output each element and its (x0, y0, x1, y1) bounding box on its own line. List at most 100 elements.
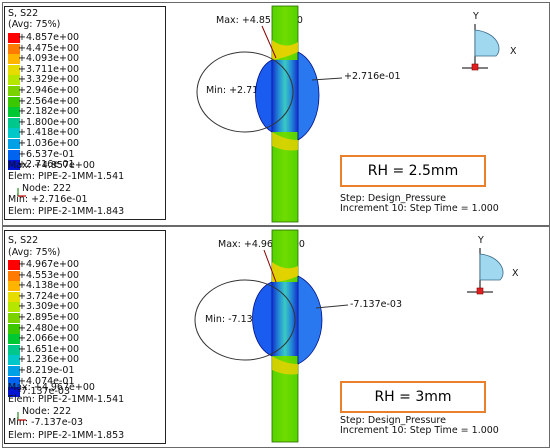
legend-swatch (8, 313, 20, 323)
legend-value: +3.711e+00 (18, 63, 80, 75)
legend-swatch (8, 75, 20, 86)
top-legend-variable: S, S22 (8, 8, 39, 19)
top-axis-triad-icon (462, 24, 500, 71)
top-mini-triad-icon (17, 188, 26, 197)
bottom-pipe-bulge-left (252, 281, 273, 357)
top-pipe-bulge-left (255, 59, 273, 133)
top-rh-box: RH = 2.5mm (340, 155, 486, 187)
top-min-element: Elem: PIPE-2-1MM-1.843 (8, 206, 125, 217)
legend-value: +2.946e+00 (18, 85, 80, 96)
bottom-axis-triad-icon (467, 248, 504, 295)
legend-swatch (8, 107, 20, 118)
legend-value: -7.137e-03 (18, 386, 70, 398)
legend-value: +2.895e+00 (18, 312, 80, 323)
legend-swatch (8, 355, 20, 366)
legend-value: +4.857e+00 (18, 32, 80, 43)
legend-value: +1.236e+00 (18, 354, 80, 366)
bottom-min-value: Min: -7.137e-03 (8, 417, 84, 428)
top-axis-y-label: Y (473, 11, 479, 22)
bottom-hotspot-upper (272, 262, 298, 282)
bottom-pipe-stress-band (272, 282, 298, 356)
legend-swatch (8, 344, 20, 355)
legend-swatch (8, 323, 20, 334)
bottom-side-label: -7.137e-03 (350, 299, 402, 310)
legend-swatch (8, 281, 20, 292)
bottom-max-leader (263, 249, 277, 283)
legend-swatch (8, 33, 20, 43)
legend-value: +3.309e+00 (18, 301, 80, 313)
legend-swatch (8, 149, 20, 160)
top-pipe-stress-band (272, 60, 298, 132)
top-min-label: Min: +2.716e-01 (206, 85, 286, 96)
legend-swatch (8, 334, 20, 345)
bottom-step: Step: Design_Pressure (340, 415, 446, 426)
legend-swatch (8, 366, 20, 376)
legend-value: +2.480e+00 (18, 322, 80, 334)
legend-value: +1.651e+00 (18, 343, 80, 355)
top-pipe-bulge-right (297, 51, 320, 141)
bottom-node: Node: 222 (22, 406, 72, 417)
legend-swatch (8, 117, 20, 128)
bottom-side-leader (315, 304, 349, 309)
bottom-legend-averaging: (Avg: 75%) (8, 247, 61, 258)
bottom-max-element: Elem: PIPE-2-1MM-1.541 (8, 394, 125, 405)
top-hotspot-lower (272, 132, 298, 151)
bottom-legend-box (4, 230, 166, 444)
top-increment: Increment 10: Step Time = 1.000 (340, 203, 499, 214)
legend-swatch (8, 86, 20, 96)
legend-value: +4.967e+00 (18, 259, 80, 270)
bottom-axis-x-label: X (512, 268, 519, 279)
legend-swatch (8, 270, 20, 281)
bottom-pipe-bulge-right (297, 275, 323, 365)
legend-swatch (8, 160, 20, 171)
legend-swatch (8, 139, 20, 149)
legend-swatch (8, 64, 20, 75)
bottom-legend-variable: S, S22 (8, 235, 39, 246)
bottom-min-ellipse (194, 279, 296, 361)
legend-value: +1.036e+00 (18, 138, 80, 149)
legend-swatch (8, 260, 20, 270)
top-hotspot-upper (272, 40, 298, 60)
bottom-min-element: Elem: PIPE-2-1MM-1.853 (8, 430, 125, 441)
legend-value: +3.724e+00 (18, 290, 80, 302)
top-max-leader (261, 25, 277, 59)
top-pipe-model (255, 5, 320, 223)
legend-swatch (8, 96, 20, 107)
bottom-increment: Increment 10: Step Time = 1.000 (340, 425, 499, 436)
legend-swatch (8, 376, 20, 387)
top-axis-x-label: X (510, 46, 517, 57)
legend-value: +2.182e+00 (18, 106, 80, 118)
top-max-value: Max: +4.857e+00 (8, 160, 95, 171)
top-legend-box (4, 6, 166, 220)
bottom-max-value: Max: +4.967e+00 (8, 382, 95, 393)
legend-value: +2.066e+00 (18, 333, 80, 345)
legend-value: +4.074e-01 (18, 375, 75, 387)
legend-swatch (8, 302, 20, 313)
bottom-mini-triad-icon (17, 412, 26, 421)
top-node: Node: 222 (22, 183, 72, 194)
bottom-rh-box: RH = 3mm (340, 381, 486, 413)
legend-swatch (8, 128, 20, 139)
legend-value: +1.418e+00 (18, 127, 80, 139)
legend-value: +1.800e+00 (18, 116, 80, 128)
top-max-element: Elem: PIPE-2-1MM-1.541 (8, 171, 125, 182)
legend-value: +4.138e+00 (18, 280, 80, 292)
top-min-ellipse (196, 51, 294, 133)
legend-value: +4.475e+00 (18, 42, 80, 54)
legend-value: +6.537e-01 (18, 148, 75, 160)
legend-value: +2.564e+00 (18, 95, 80, 107)
legend-value: +8.219e-01 (18, 365, 75, 376)
bottom-pipe-model (252, 229, 323, 443)
top-step: Step: Design_Pressure (340, 193, 446, 204)
top-side-label: +2.716e-01 (344, 71, 401, 82)
legend-value: +2.716e-01 (18, 159, 75, 171)
top-min-value: Min: +2.716e-01 (8, 194, 88, 205)
legend-swatch (8, 387, 20, 398)
top-legend-averaging: (Avg: 75%) (8, 19, 61, 30)
bottom-hotspot-lower (272, 356, 298, 375)
legend-value: +4.553e+00 (18, 269, 80, 281)
top-max-label: Max: +4.857e+00 (216, 15, 303, 26)
legend-swatch (8, 54, 20, 65)
top-side-leader (311, 77, 343, 81)
